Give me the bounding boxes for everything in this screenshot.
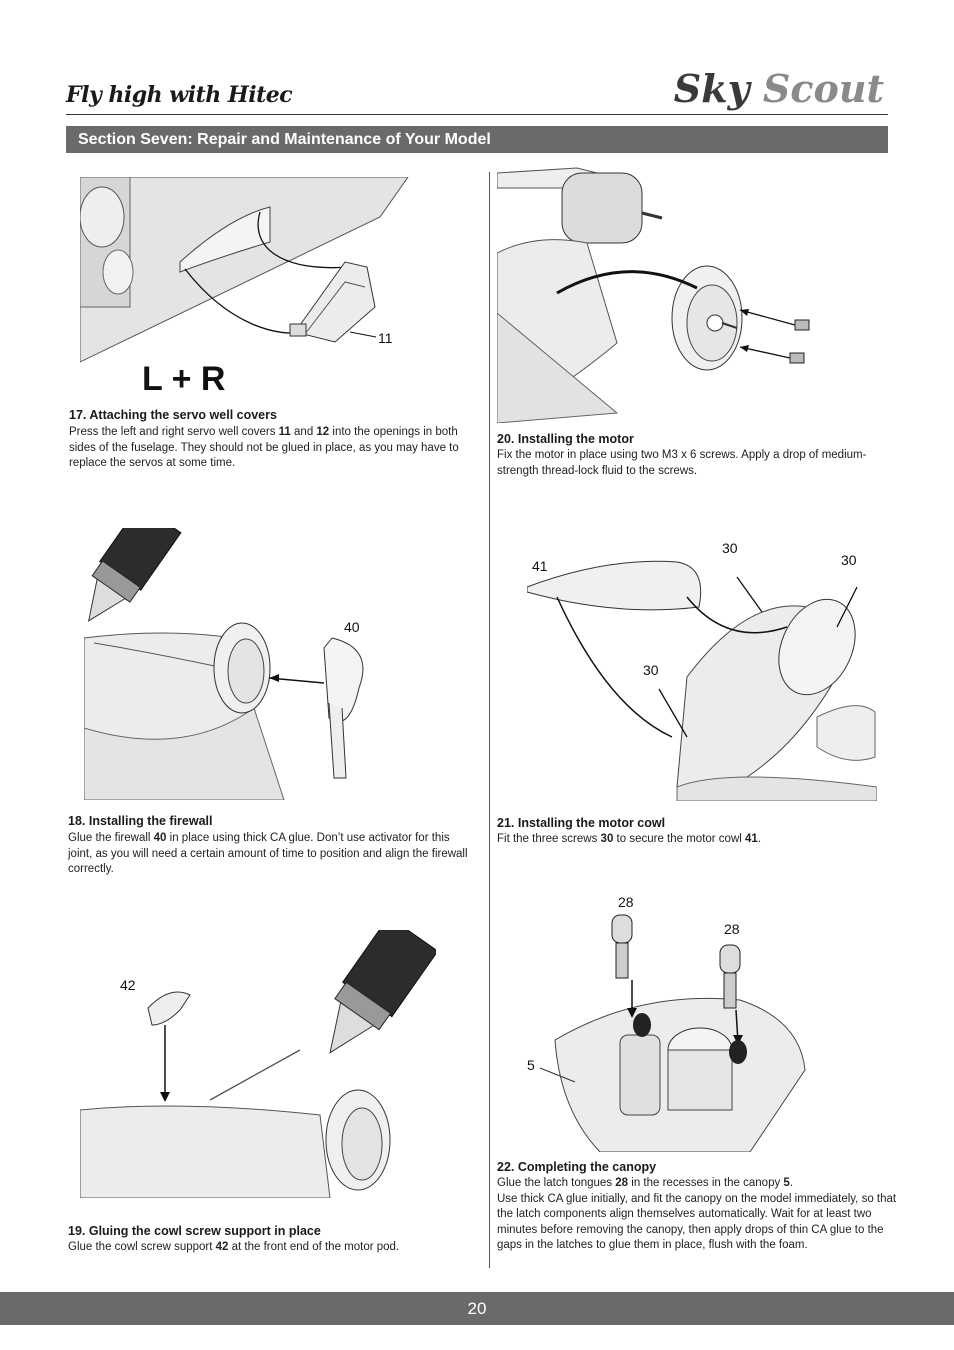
callout-28-left: 28 xyxy=(618,894,634,910)
callout-5: 5 xyxy=(527,1057,535,1073)
step-19-title: 19. Gluing the cowl screw support in pla… xyxy=(68,1224,321,1238)
callout-42: 42 xyxy=(120,977,136,993)
step-17-title: 17. Attaching the servo well covers xyxy=(69,408,277,422)
step-22-title: 22. Completing the canopy xyxy=(497,1160,657,1174)
callout-28-right: 28 xyxy=(724,921,740,937)
step-20-title: 20. Installing the motor xyxy=(497,432,634,446)
tagline: Fly high with Hitec xyxy=(66,82,293,108)
callout-30-top-right: 30 xyxy=(841,552,857,568)
figure-cowl-screw-support: 42 xyxy=(80,930,436,1198)
figure-motor-screws xyxy=(739,309,810,364)
header-rule xyxy=(66,114,888,115)
step-20-body: Fix the motor in place using two M3 x 6 … xyxy=(497,449,867,477)
section-title: Section Seven: Repair and Maintenance of… xyxy=(66,126,888,153)
callout-30-top-left: 30 xyxy=(722,540,738,556)
step-19-body: Glue the cowl screw support 42 at the fr… xyxy=(68,1241,400,1253)
page-number: 20 xyxy=(467,1299,487,1318)
brand-logo-part1: Sky xyxy=(673,66,750,111)
figure-firewall: 40 xyxy=(84,528,364,800)
step-17-body: Press the left and right servo well cove… xyxy=(69,426,459,469)
callout-40: 40 xyxy=(344,619,360,635)
overlay-label-lr: L + R xyxy=(142,360,225,397)
figure-servo-well-covers: 11 L + R xyxy=(80,177,409,397)
brand-logo-part2: Scout xyxy=(762,66,884,111)
callout-11: 11 xyxy=(378,330,393,346)
step-21-title: 21. Installing the motor cowl xyxy=(497,816,666,830)
brand-logo: Sky Scout xyxy=(674,66,884,111)
footer-bar xyxy=(0,1292,954,1325)
figure-canopy-latches: 28 28 5 xyxy=(527,894,806,1152)
callout-30-middle: 30 xyxy=(643,662,659,678)
step-18-body: Glue the firewall 40 in place using thic… xyxy=(68,832,468,875)
column-divider xyxy=(489,172,490,1268)
step-22-body: Glue the latch tongues 28 in the recesse… xyxy=(497,1177,897,1251)
step-21-body: Fit the three screws 30 to secure the mo… xyxy=(497,833,762,845)
step-18-title: 18. Installing the firewall xyxy=(68,814,213,828)
figure-motor-cowl: 41 30 30 30 xyxy=(527,540,877,801)
figure-motor-install xyxy=(497,167,743,423)
callout-41: 41 xyxy=(532,558,548,574)
